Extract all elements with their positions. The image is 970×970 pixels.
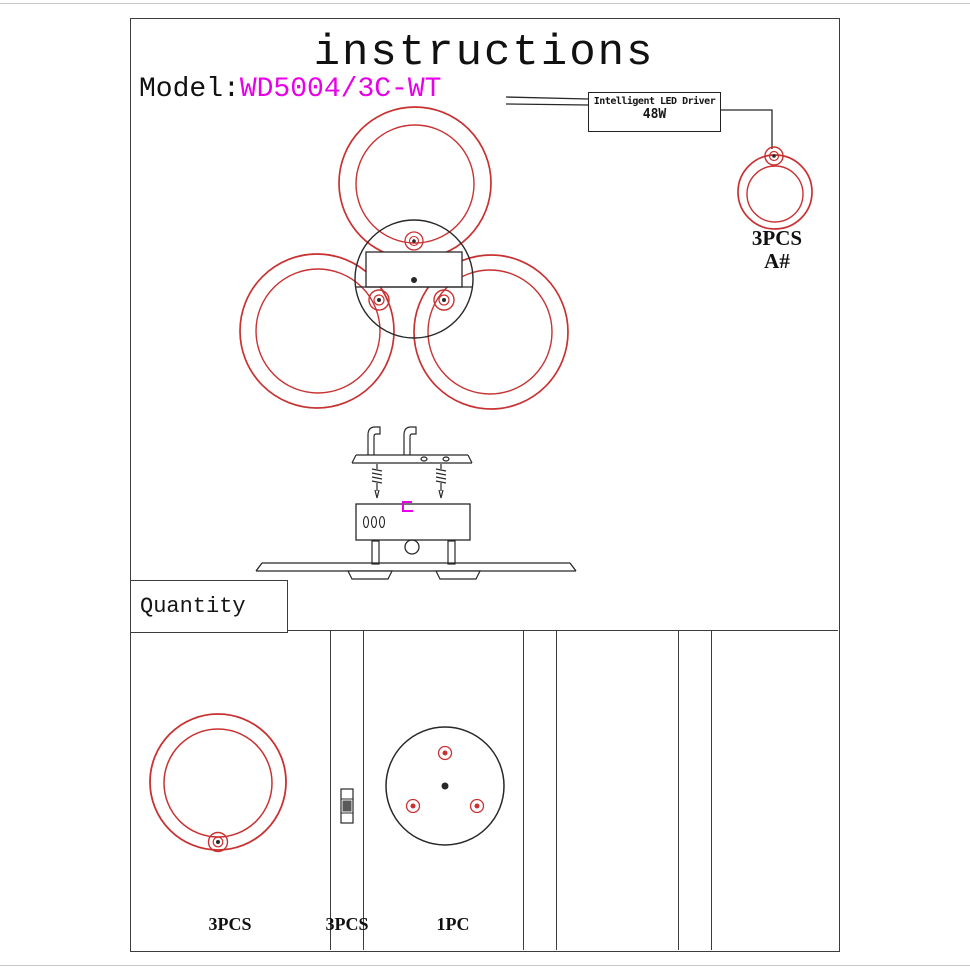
sheet-border bbox=[130, 18, 840, 952]
junction-box-diagram bbox=[355, 501, 471, 555]
part-plate-qty: 1PC bbox=[436, 914, 470, 934]
junction-knob bbox=[404, 539, 420, 555]
magenta-hook-mark bbox=[402, 501, 413, 512]
part-ring-connector-icon bbox=[207, 831, 229, 853]
table-divider-1 bbox=[330, 630, 331, 950]
driver-wattage: 48W bbox=[642, 107, 667, 122]
bracket-holes bbox=[420, 456, 450, 462]
page-title: instructions bbox=[313, 28, 655, 78]
part-screw-diagram bbox=[340, 788, 354, 824]
table-divider-3 bbox=[523, 630, 524, 950]
table-divider-2 bbox=[363, 630, 364, 950]
connector-right-icon bbox=[433, 289, 455, 311]
page-edge-top bbox=[0, 3, 970, 4]
accessory-count: 3PCS bbox=[751, 226, 803, 250]
part-screw-qty: 3PCS bbox=[325, 914, 369, 934]
connector-left-icon bbox=[368, 289, 390, 311]
accessory-connector-icon bbox=[764, 146, 784, 166]
canopy-tab-left bbox=[347, 570, 393, 580]
bracket-clip-right bbox=[403, 426, 417, 455]
mount-plate-circle bbox=[354, 219, 474, 339]
connector-top-icon bbox=[404, 231, 424, 251]
fixture-diagram bbox=[239, 106, 569, 410]
part-plate-diagram bbox=[385, 726, 505, 846]
model-value: WD5004/3C-WT bbox=[239, 74, 442, 105]
vent-holes bbox=[362, 515, 386, 529]
accessory-code: A# bbox=[764, 249, 790, 273]
canopy-post-right bbox=[447, 540, 456, 565]
table-divider-5 bbox=[678, 630, 679, 950]
part-ring-diagram bbox=[149, 713, 287, 853]
mounting-bracket-diagram bbox=[351, 426, 473, 499]
bracket-clip-left bbox=[367, 426, 381, 455]
plate-hole-left-icon bbox=[405, 798, 421, 814]
plate-hole-right-icon bbox=[469, 798, 485, 814]
canopy-plate bbox=[255, 562, 577, 572]
table-divider-6 bbox=[711, 630, 712, 950]
quantity-box: Quantity bbox=[130, 580, 288, 633]
quantity-label: Quantity bbox=[140, 594, 246, 619]
accessory-ring-diagram bbox=[737, 146, 813, 230]
wiring-lines bbox=[505, 96, 773, 149]
table-top-divider bbox=[130, 630, 838, 631]
part-ring-qty: 3PCS bbox=[208, 914, 252, 934]
plate-hole-top-icon bbox=[437, 745, 453, 761]
canopy-post-left bbox=[371, 540, 380, 565]
bracket-spring-right bbox=[435, 464, 447, 499]
ring-right-icon bbox=[413, 254, 569, 410]
plate-center-hole bbox=[441, 782, 449, 790]
table-divider-4 bbox=[556, 630, 557, 950]
plate-center-dot bbox=[411, 277, 417, 283]
model-line: Model:WD5004/3C-WT bbox=[139, 74, 441, 105]
page-edge-bottom bbox=[0, 965, 970, 966]
led-driver-box: Intelligent LED Driver 48W bbox=[588, 92, 721, 132]
driver-title: Intelligent LED Driver bbox=[593, 96, 716, 107]
canopy-tab-right bbox=[435, 570, 481, 580]
bracket-spring-left bbox=[371, 464, 383, 499]
canopy-diagram bbox=[255, 540, 577, 580]
bracket-bar bbox=[351, 454, 473, 464]
junction-box bbox=[355, 503, 471, 541]
model-label: Model: bbox=[139, 74, 240, 105]
ring-left-icon bbox=[239, 253, 395, 409]
